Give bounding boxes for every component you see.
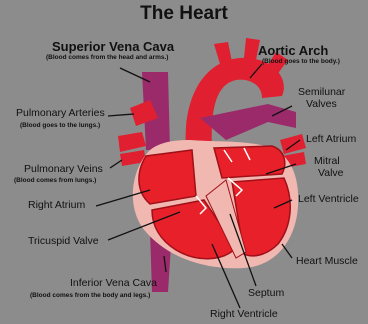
aortic-arch-label: Aortic Arch [258,44,328,57]
aortic-arch-note: (Blood goes to the body.) [262,59,340,66]
superior-vena-cava-note: (Blood comes from the head and arms.) [46,55,168,62]
pulmonary-veins-label: Pulmonary Veins [24,164,103,175]
pulmonary-arteries-label: Pulmonary Arteries [16,108,105,119]
page-title: The Heart [0,3,368,25]
pulmonary-veins-note: (Blood comes from lungs.) [14,178,96,185]
left-ventricle-label: Left Ventricle [298,194,359,205]
septum-label: Septum [248,288,284,299]
tricuspid-valve-label: Tricuspid Valve [28,236,99,247]
heart-muscle-label: Heart Muscle [296,256,358,267]
right-atrium-label: Right Atrium [28,200,85,211]
pulmonary-artery-shape [200,104,296,140]
pulmonary-arteries-note: (Blood goes to the lungs.) [20,123,100,130]
semilunar-valves-label-line1: Semilunar [298,87,345,98]
left-atrium-label: Left Atrium [306,134,356,145]
superior-vena-cava-label: Superior Vena Cava [52,40,174,53]
inferior-vena-cava-note: (Blood comes from the body and legs.) [30,293,150,300]
right-atrium-shape [139,150,196,204]
mitral-valve-label-line2: Valve [318,168,344,179]
inferior-vena-cava-label: Inferior Vena Cava [70,278,157,289]
semilunar-valves-label-line2: Valves [306,99,337,110]
mitral-valve-label-line1: Mitral [314,156,340,167]
right-ventricle-label: Right Ventricle [210,309,278,320]
